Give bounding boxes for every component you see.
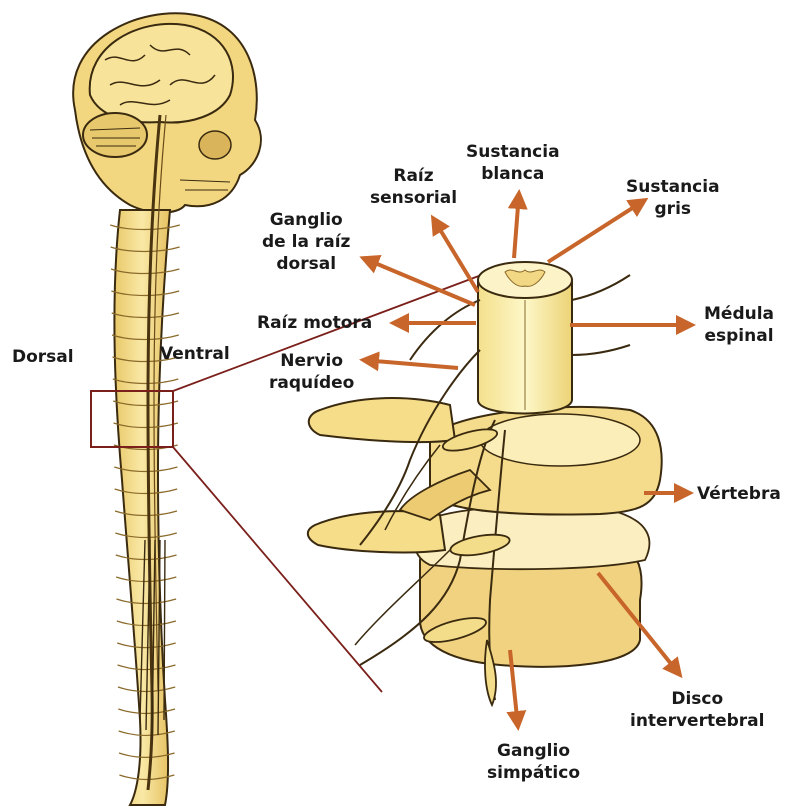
label-raiz-motora: Raíz motora <box>257 312 372 334</box>
transverse-process-upper <box>309 398 455 442</box>
label-raiz-sensorial: Raíz sensorial <box>370 165 457 209</box>
label-ganglio-raiz-dorsal: Ganglio de la raíz dorsal <box>262 209 350 275</box>
label-vertebra: Vértebra <box>697 483 781 505</box>
cerebellum <box>83 113 147 157</box>
label-ganglio-simpatico: Ganglio simpático <box>487 740 580 784</box>
label-ventral: Ventral <box>160 343 230 365</box>
label-medula-espinal: Médula espinal <box>704 303 774 347</box>
arrow-raiz-sensorial <box>433 218 478 292</box>
vertebral-column <box>114 210 170 805</box>
label-dorsal: Dorsal <box>12 346 74 368</box>
label-disco-intervertebral: Disco intervertebral <box>630 688 764 732</box>
arrow-nervio-raquideo <box>363 360 458 368</box>
skull-and-spine <box>73 13 261 805</box>
arrow-sustancia-blanca <box>514 193 519 258</box>
label-sustancia-blanca: Sustancia blanca <box>466 141 560 185</box>
label-nervio-raquideo: Nervio raquídeo <box>269 350 354 394</box>
intervertebral-disc <box>414 506 649 569</box>
label-sustancia-gris: Sustancia gris <box>626 176 720 220</box>
